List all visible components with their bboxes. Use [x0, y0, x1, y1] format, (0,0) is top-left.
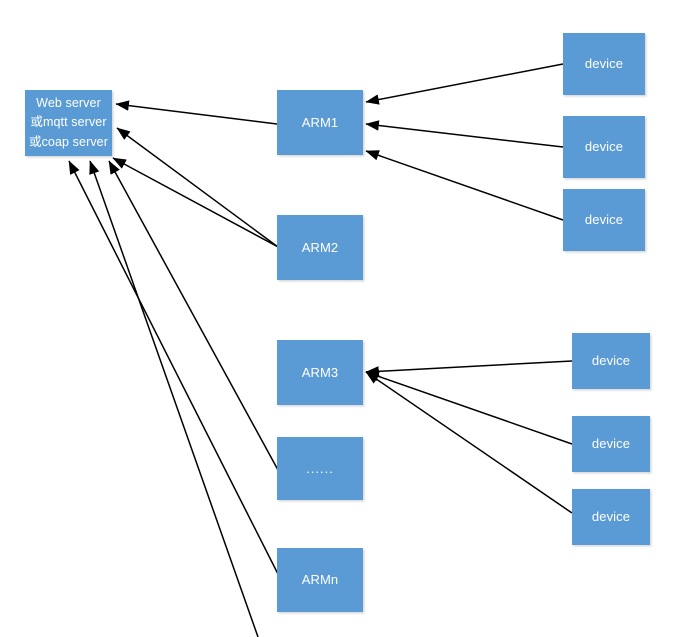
node-dev2-label: device: [584, 139, 624, 155]
edge-dev6-arm3: [365, 371, 573, 514]
node-dev6[interactable]: device: [572, 489, 650, 545]
edge-dev5-arm3: [365, 371, 573, 445]
edge-armdots-server: [108, 160, 279, 471]
node-dev1-label: device: [584, 56, 624, 72]
node-dev4[interactable]: device: [572, 333, 650, 389]
node-arm2-label: ARM2: [301, 239, 339, 255]
node-dev2[interactable]: device: [563, 116, 645, 178]
node-dev3-label: device: [584, 212, 624, 228]
node-arm1-label: ARM1: [301, 114, 339, 130]
edge-dev3-arm1: [365, 150, 564, 221]
node-arm2[interactable]: ARM2: [277, 215, 363, 280]
edge-dev1-arm1: [365, 63, 564, 105]
node-dev1[interactable]: device: [563, 33, 645, 95]
node-armdots[interactable]: ......: [277, 437, 363, 500]
node-dev3[interactable]: device: [563, 189, 645, 251]
node-arm1[interactable]: ARM1: [277, 90, 363, 155]
node-dev6-label: device: [591, 509, 631, 525]
edge-armx-server: [89, 160, 259, 637]
edge-dev4-arm3: [365, 360, 573, 377]
edge-dev2-arm1: [365, 120, 564, 148]
edge-arm1-server: [115, 100, 278, 125]
node-arm3-label: ARM3: [301, 364, 339, 380]
node-dev5[interactable]: device: [572, 416, 650, 472]
node-server-label: Web server 或mqtt server 或coap server: [28, 95, 108, 149]
edge-armn-server: [68, 160, 282, 581]
node-arm3[interactable]: ARM3: [277, 340, 363, 405]
edge-arm3-server: [112, 157, 281, 249]
edge-arm2-server: [116, 127, 279, 248]
node-armn[interactable]: ARMn: [277, 548, 363, 612]
node-armn-label: ARMn: [301, 572, 339, 588]
node-dev5-label: device: [591, 436, 631, 452]
node-armdots-label: ......: [306, 460, 334, 476]
node-dev4-label: device: [591, 353, 631, 369]
node-server[interactable]: Web server 或mqtt server 或coap server: [25, 90, 112, 156]
